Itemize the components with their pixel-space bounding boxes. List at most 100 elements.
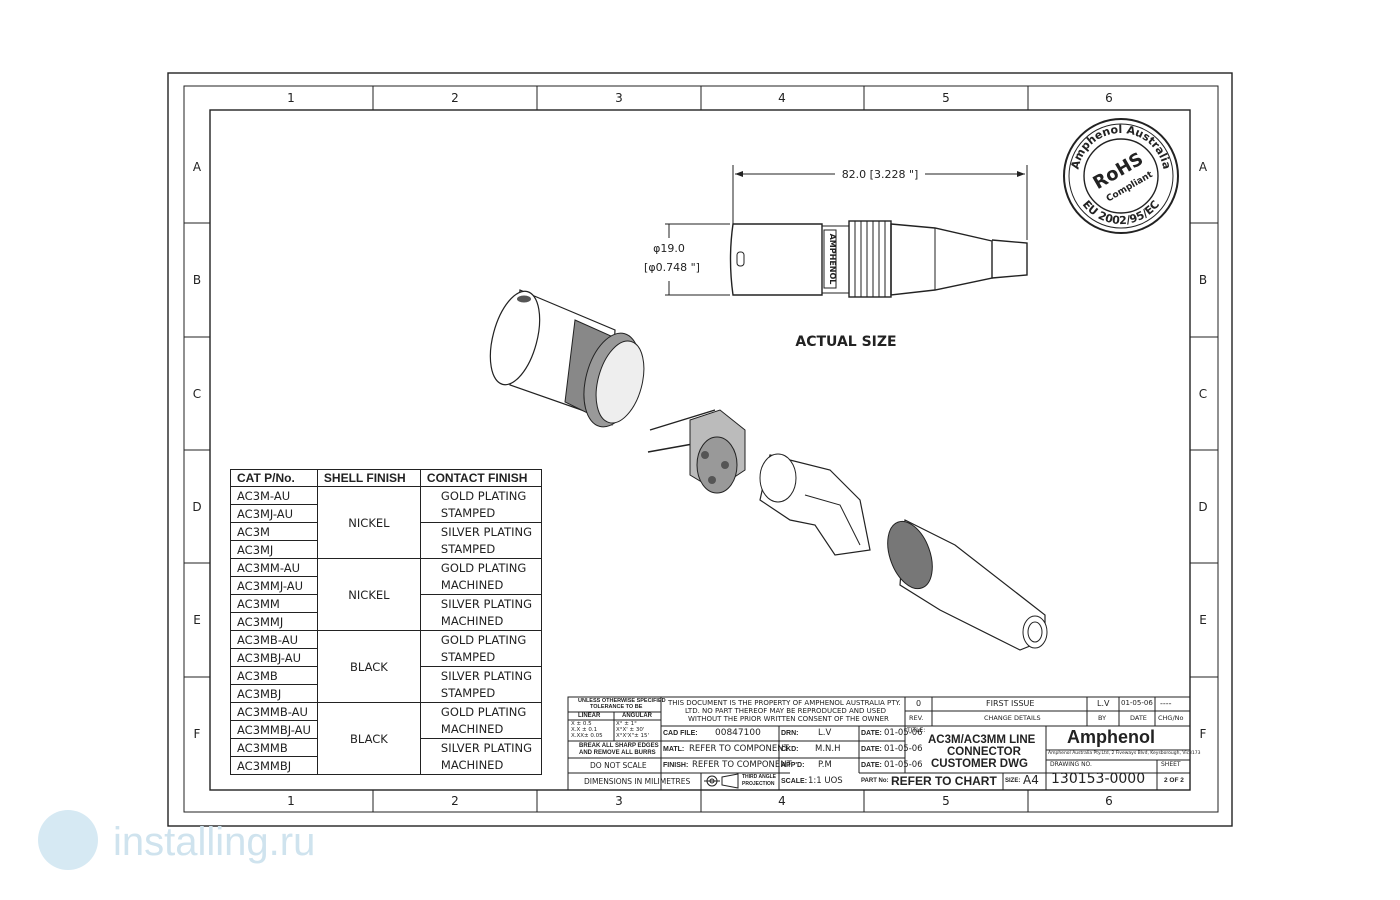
outer-border <box>167 72 1233 827</box>
actual-size-label: ACTUAL SIZE <box>795 334 896 350</box>
change-details-label: CHANGE DETAILS <box>984 714 1041 722</box>
contact-finish: MACHINED <box>419 756 543 775</box>
date-col-label: DATE <box>1130 714 1147 722</box>
tolerance-head2: TOLERANCE TO BE <box>590 704 643 710</box>
col-label-top: 3 <box>615 91 623 105</box>
row-label-left: A <box>193 160 202 174</box>
size-label: SIZE: <box>1005 778 1021 784</box>
title-label: TITLE: <box>907 727 926 734</box>
linear-tol: X.X ± 0.1 <box>571 727 598 733</box>
row-label-right: D <box>1198 500 1207 514</box>
col-label-bottom: 5 <box>942 794 950 808</box>
rev-description: FIRST ISSUE <box>986 699 1035 708</box>
contact-finish: SILVER PLATING <box>419 738 543 757</box>
do-not-scale: DO NOT SCALE <box>590 761 647 770</box>
row-label-right: B <box>1199 273 1207 287</box>
finish-value: REFER TO COMPONENT <box>692 760 792 770</box>
angular-tol: X°X' ± 30' <box>616 727 645 733</box>
part-no: AC3MB <box>230 666 318 685</box>
cad-file-value: 00847100 <box>715 728 761 738</box>
part-no-value: REFER TO CHART <box>891 774 997 788</box>
boot <box>887 519 1048 651</box>
col-label-top: 6 <box>1105 91 1113 105</box>
brand-on-shell: AMPHENOL <box>828 234 837 285</box>
rev-date: 01-05-06 <box>1121 699 1153 707</box>
angular-tol: X° ± 1° <box>616 721 637 727</box>
part-no: AC3MM <box>230 594 318 613</box>
contact-finish: SILVER PLATING <box>419 594 543 613</box>
date-value: 01-05-06 <box>884 728 923 738</box>
date-label: DATE: <box>861 730 882 737</box>
col-label-top: 2 <box>451 91 459 105</box>
drawing-no-label: DRAWING NO. <box>1050 761 1092 768</box>
appd-value: P.M <box>818 760 832 770</box>
angular-tol: X°X'X"± 15' <box>616 733 649 739</box>
shell-finish: BLACK <box>316 630 421 703</box>
linear-tol: X ± 0.5 <box>571 721 592 727</box>
burrs-note: BREAK ALL SHARP EDGES <box>579 743 659 749</box>
company-logo: Amphenol <box>1067 727 1155 747</box>
connector-exploded-view <box>489 289 1048 651</box>
contact-finish: SILVER PLATING <box>419 666 543 685</box>
contact-finish: SILVER PLATING <box>419 522 543 541</box>
row-dividers <box>184 222 1218 678</box>
rev-label: REV. <box>909 714 924 722</box>
col-label-bottom: 2 <box>451 794 459 808</box>
part-no: AC3MMBJ-AU <box>230 720 318 739</box>
contact-finish: MACHINED <box>419 612 543 631</box>
shell-finish: NICKEL <box>316 558 421 631</box>
row-label-left: B <box>193 273 201 287</box>
angular-label: ANGULAR <box>622 713 652 719</box>
linear-label: LINEAR <box>578 713 601 719</box>
contact-finish: MACHINED <box>419 576 543 595</box>
part-no: AC3MM-AU <box>230 558 318 577</box>
part-no: AC3MMB-AU <box>230 702 318 721</box>
row-label-right: F <box>1200 727 1207 741</box>
cad-file-label: CAD FILE: <box>663 730 698 737</box>
part-no: AC3MMBJ <box>230 756 318 775</box>
scale-label: SCALE: <box>781 778 808 785</box>
col-label-bottom: 6 <box>1105 794 1113 808</box>
chg-label: CHG/No <box>1158 714 1184 722</box>
rev-number: 0 <box>916 699 922 708</box>
watermark-text: installing.ru <box>113 820 316 864</box>
row-label-right: A <box>1199 160 1208 174</box>
col-label-top: 5 <box>942 91 950 105</box>
contact-insert <box>647 409 746 494</box>
ckd-label: CKD: <box>781 746 799 753</box>
contact-finish: STAMPED <box>419 648 543 667</box>
part-no-label: PART No: <box>861 778 889 784</box>
catalog-table: CAT P/No. SHELL FINISH CONTACT FINISH AC… <box>230 469 543 775</box>
contact-finish: STAMPED <box>419 684 543 703</box>
col-label-bottom: 3 <box>615 794 623 808</box>
row-label-left: C <box>193 387 201 401</box>
rohs-seal: Amphenol Australia EU 2002/95/EC RoHS Co… <box>1063 118 1179 234</box>
contact-finish: GOLD PLATING <box>419 630 543 649</box>
diameter-in: [φ0.748 "] <box>644 261 700 274</box>
date-label: DATE: <box>861 746 882 753</box>
matl-label: MATL: <box>663 746 685 753</box>
part-no: AC3MB-AU <box>230 630 318 649</box>
drn-value: L.V <box>818 728 832 738</box>
watermark-logo-icon <box>38 810 98 870</box>
appd-label: APP'D: <box>781 762 805 769</box>
property-note: THIS DOCUMENT IS THE PROPERTY OF AMPHENO… <box>668 699 901 707</box>
header-shell-finish: SHELL FINISH <box>316 469 421 487</box>
matl-value: REFER TO COMPONENT <box>689 744 789 754</box>
drn-label: DRN: <box>781 730 799 737</box>
header-contact-finish: CONTACT FINISH <box>419 469 543 487</box>
property-note: WITHOUT THE PRIOR WRITTEN CONSENT OF THE… <box>688 715 889 723</box>
contact-finish: STAMPED <box>419 540 543 559</box>
finish-label: FINISH: <box>663 762 689 769</box>
row-label-left: D <box>192 500 201 514</box>
part-no: AC3MBJ <box>230 684 318 703</box>
col-label-bottom: 4 <box>778 794 786 808</box>
scale-value: 1:1 UOS <box>808 776 843 786</box>
row-label-left: F <box>194 727 201 741</box>
connector-side-view: 82.0 [3.228 "] φ19.0 [φ0.748 "] AMPHENOL <box>644 165 1028 298</box>
part-no: AC3MMJ <box>230 612 318 631</box>
contact-finish: MACHINED <box>419 720 543 739</box>
burrs-note2: AND REMOVE ALL BURRS <box>579 750 656 756</box>
row-label-left: E <box>193 613 201 627</box>
